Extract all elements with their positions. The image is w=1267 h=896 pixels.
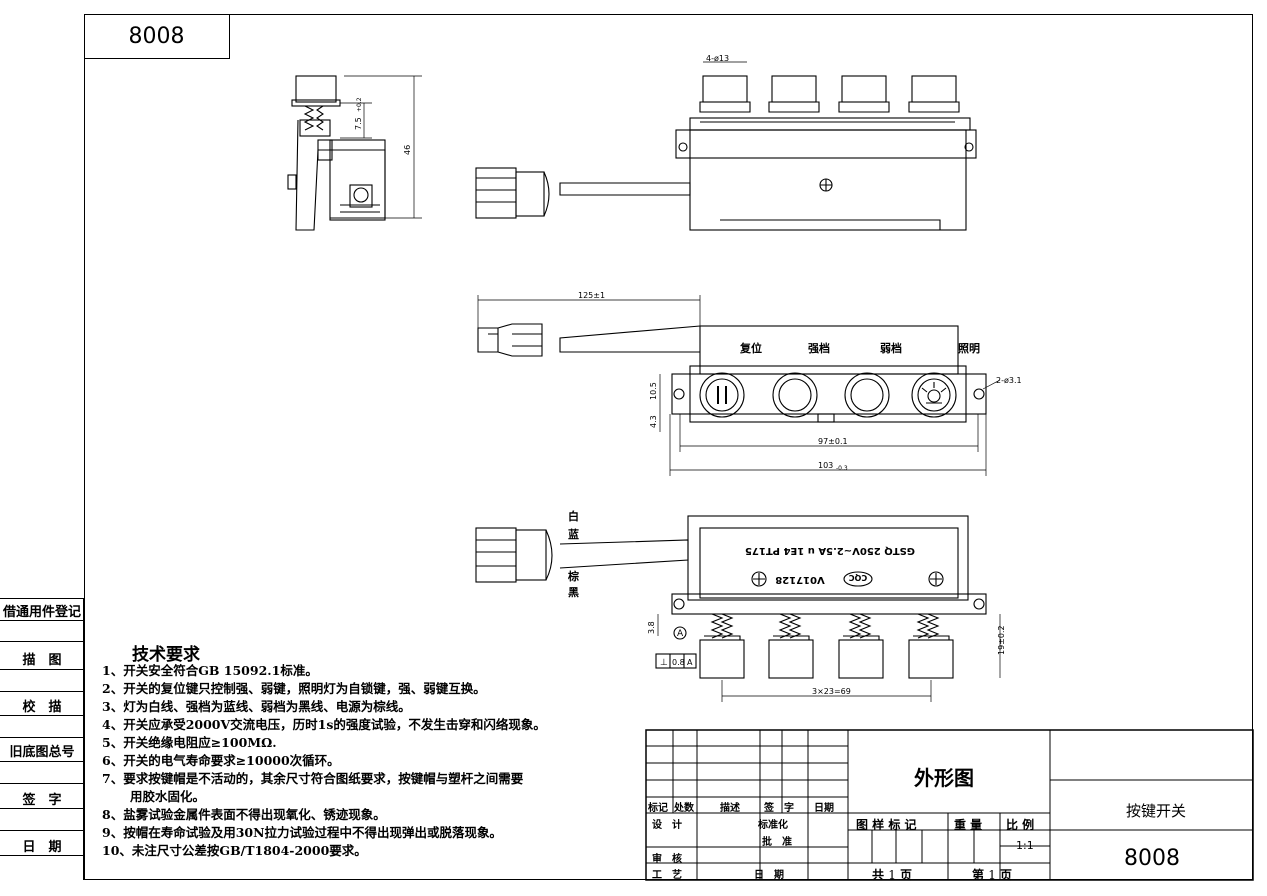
sidebar-divider [0, 830, 84, 831]
tb-date-header: 日期 [814, 803, 834, 814]
label-weak: 弱档 [880, 341, 902, 355]
old-drawing-label: 旧底图总号 [9, 745, 75, 760]
dim-holes: 2-ø3.1 [996, 376, 1022, 385]
cqc-mark: CQC [849, 573, 868, 582]
requirement-item: 9、按帽在寿命试验及用30N拉力试验过程中不得出现弹出或脱落现象。 [102, 825, 503, 840]
wire-white: 白 [568, 509, 579, 523]
sidebar-divider [0, 855, 84, 856]
sidebar-divider [0, 808, 84, 809]
flatness-datum: A [687, 658, 693, 667]
top-view [475, 61, 977, 231]
register-label: 借通用件登记 [2, 605, 81, 620]
front-view [477, 295, 1001, 476]
requirement-item: 10、未注尺寸公差按GB/T1804-2000要求。 [102, 843, 367, 858]
bottom-view [475, 515, 1001, 702]
dim-outer-width: 103 [818, 461, 833, 470]
dim-front-height: 10.5 [649, 382, 658, 400]
sign-label: 签 字 [22, 793, 62, 808]
sidebar-divider [0, 715, 84, 716]
tb-code: 8008 [1124, 846, 1180, 871]
tb-total: 共 1 页 [872, 866, 912, 883]
wire-black: 黑 [568, 586, 579, 599]
sidebar-divider [0, 783, 84, 784]
date-label: 日 期 [22, 840, 62, 855]
dim-base: 3.8 [647, 621, 656, 634]
marking-line-1: GSTQ 250V~2.5A u 1E4 PT175 [745, 545, 915, 556]
tb-date: 日 期 [754, 870, 784, 881]
flatness-symbol: ⊥ [660, 658, 668, 668]
dim-inner-width: 97±0.1 [818, 437, 848, 446]
dim-side-travel-tol: +0.2 [356, 97, 363, 112]
tb-standard: 标准化 [758, 820, 788, 831]
proof-label: 校 描 [22, 700, 62, 715]
sidebar-divider [0, 641, 84, 642]
dim-cable-length: 125±1 [578, 291, 605, 300]
requirement-item: 8、盐雾试验金属件表面不得出现氧化、锈迹现象。 [102, 807, 386, 822]
side-view [287, 75, 422, 231]
requirement-item: 2、开关的复位键只控制强、弱键，照明灯为自锁键，强、弱键互换。 [102, 681, 486, 696]
dim-front-offset: 4.3 [649, 415, 658, 428]
tb-sheet-n: 1 [988, 868, 996, 882]
requirement-item: 4、开关应承受2000V交流电压，历时1s的强度试验，不发生击穿和闪络现象。 [102, 717, 546, 732]
requirement-item: 3、灯为白线、强档为蓝线、弱档为黑线、电源为棕线。 [102, 699, 411, 714]
sidebar-divider [0, 669, 84, 670]
dim-side-height: 46 [403, 145, 412, 155]
tb-scale: 比 例 [1006, 818, 1035, 832]
tb-count: 处数 [674, 803, 694, 814]
requirement-item: 5、开关绝缘电阻应≥100MΩ. [102, 735, 277, 750]
tb-sheet: 第 1 页 [972, 866, 1012, 883]
product-name: 按键开关 [1126, 802, 1187, 820]
datum-symbol: A [677, 629, 684, 639]
tb-sheet-page: 页 [1000, 868, 1013, 882]
tb-review: 审 核 [652, 854, 682, 865]
dim-caps: 4-ø13 [706, 54, 729, 63]
tb-scale-value: 1:1 [1016, 839, 1034, 852]
tb-process: 工 艺 [652, 870, 682, 881]
tb-stage: 图 样 标 记 [856, 818, 917, 832]
tb-sign: 签 字 [764, 803, 794, 814]
sidebar-divider [0, 737, 84, 738]
requirement-item: 1、开关安全符合GB 15092.1标准。 [102, 663, 318, 678]
sidebar-divider [0, 691, 84, 692]
title-block: 标记 处数 描述 签 字 日期 设 计 标准化 批 准 审 核 工 艺 日 期 … [646, 730, 1253, 883]
wire-brown: 棕 [567, 569, 579, 583]
tb-weight: 重 量 [954, 818, 983, 832]
tb-sheet-word: 第 [972, 868, 985, 882]
dim-cap-height: 19±0.2 [997, 625, 1006, 655]
sidebar-divider [0, 761, 84, 762]
flatness-value: 0.8 [672, 658, 685, 667]
left-register-column: 借通用件登记 描 图 校 描 旧底图总号 签 字 日 期 [0, 598, 84, 880]
requirement-item: 6、开关的电气寿命要求≥10000次循环。 [102, 753, 340, 768]
dim-pitch: 3×23=69 [812, 687, 851, 696]
tb-approve: 批 准 [762, 837, 792, 848]
sidebar-divider [0, 620, 84, 621]
tb-design: 设 计 [652, 820, 682, 831]
trace-label: 描 图 [22, 653, 62, 668]
requirement-item: 用胶水固化。 [130, 789, 206, 804]
marking-line-2: V017128 [775, 574, 825, 585]
tb-total-n: 1 [888, 868, 896, 882]
tb-total-word: 共 [872, 868, 885, 882]
label-strong: 强档 [808, 341, 830, 355]
drawing-code-box: 8008 [84, 14, 230, 59]
requirements-list: 1、开关安全符合GB 15092.1标准。 2、开关的复位键只控制强、弱键，照明… [102, 662, 546, 860]
wire-blue: 蓝 [568, 527, 579, 541]
tb-mark: 标记 [648, 803, 668, 814]
label-light: 照明 [958, 342, 980, 355]
label-reset: 复位 [739, 341, 762, 355]
dim-side-travel: 7.5 [354, 117, 363, 130]
requirements-title: 技术要求 [132, 645, 200, 665]
drawing-title: 外形图 [914, 766, 974, 790]
dim-outer-tol: -0.3 [836, 465, 848, 472]
requirement-item: 7、要求按键帽是不活动的，其余尺寸符合图纸要求，按键帽与塑杆之间需要 [102, 771, 524, 786]
tb-total-page: 页 [900, 868, 913, 882]
tb-desc: 描述 [720, 803, 740, 814]
